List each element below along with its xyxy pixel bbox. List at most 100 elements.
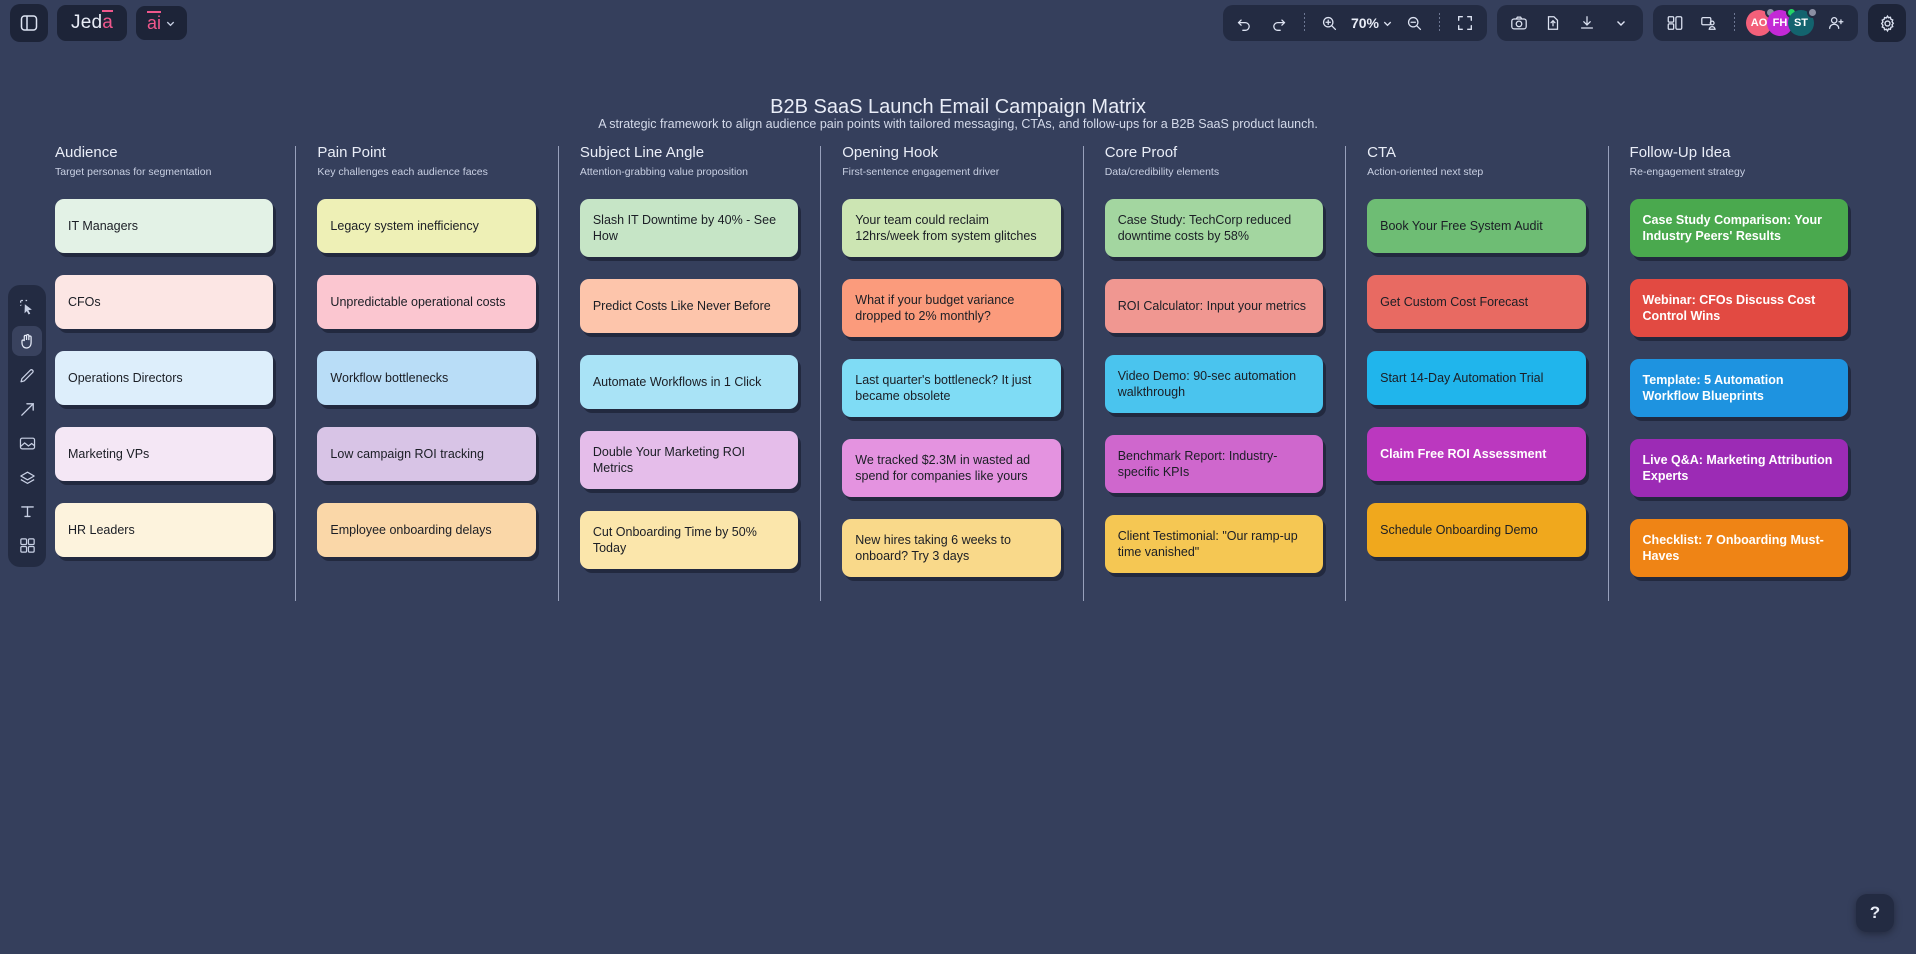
card-text: Start 14-Day Automation Trial — [1380, 371, 1544, 385]
undo-button[interactable] — [1229, 8, 1261, 38]
matrix-card[interactable]: HR Leaders — [55, 503, 274, 557]
matrix-card[interactable]: Get Custom Cost Forecast — [1367, 275, 1586, 329]
tool-sticky[interactable] — [12, 462, 42, 492]
layout-icon — [1666, 14, 1684, 32]
matrix-card[interactable]: Video Demo: 90-sec automation walkthroug… — [1104, 355, 1324, 413]
matrix-card[interactable]: We tracked $2.3M in wasted ad spend for … — [842, 439, 1061, 497]
column-subtitle: First-sentence engagement driver — [842, 166, 1000, 178]
column-title: Opening Hook — [842, 144, 939, 161]
matrix-card[interactable]: ROI Calculator: Input your metrics — [1104, 279, 1324, 333]
card-text: Get Custom Cost Forecast — [1380, 295, 1529, 309]
matrix-card[interactable]: Predict Costs Like Never Before — [579, 279, 799, 333]
tool-apps[interactable] — [12, 530, 42, 560]
zoom-in-icon — [1321, 15, 1338, 32]
matrix-card[interactable]: Webinar: CFOs Discuss Cost Control Wins — [1629, 279, 1848, 337]
zoom-out-button[interactable] — [1398, 8, 1430, 38]
tool-hand[interactable] — [12, 326, 42, 356]
card-text: Low campaign ROI tracking — [330, 447, 484, 461]
redo-button[interactable] — [1263, 8, 1295, 38]
matrix-card[interactable]: Claim Free ROI Assessment — [1367, 427, 1586, 481]
matrix-card[interactable]: IT Managers — [55, 199, 274, 253]
matrix-card[interactable]: Legacy system inefficiency — [317, 199, 536, 253]
card-text: Live Q&A: Marketing Attribution Experts — [1642, 453, 1833, 483]
sidebar-toggle-button[interactable] — [10, 4, 48, 42]
matrix-card[interactable]: Book Your Free System Audit — [1367, 199, 1586, 253]
canvas[interactable]: B2B SaaS Launch Email Campaign Matrix A … — [0, 46, 1916, 954]
matrix-card[interactable]: Template: 5 Automation Workflow Blueprin… — [1629, 359, 1848, 417]
matrix-card[interactable]: Employee onboarding delays — [317, 503, 536, 557]
matrix-card[interactable]: Checklist: 7 Onboarding Must-Haves — [1629, 519, 1848, 577]
page-title: B2B SaaS Launch Email Campaign Matrix — [770, 96, 1146, 118]
tool-rail — [8, 285, 46, 567]
card-text: Client Testimonial: "Our ramp-up time va… — [1117, 529, 1298, 559]
zoom-in-button[interactable] — [1314, 8, 1346, 38]
zoom-history-group: 70% — [1222, 5, 1487, 41]
card-text: Slash IT Downtime by 40% - See How — [592, 213, 777, 243]
matrix-card[interactable]: CFOs — [55, 275, 274, 329]
fit-to-screen-button[interactable] — [1449, 8, 1481, 38]
matrix-card[interactable]: Automate Workflows in 1 Click — [579, 355, 799, 409]
matrix-card[interactable]: Benchmark Report: Industry-specific KPIs — [1104, 435, 1324, 493]
tool-arrow[interactable] — [12, 394, 42, 424]
chevron-down-icon — [1615, 17, 1627, 29]
matrix-card[interactable]: Case Study: TechCorp reduced downtime co… — [1104, 199, 1324, 257]
card-text: IT Managers — [68, 219, 138, 233]
matrix-card[interactable]: New hires taking 6 weeks to onboard? Try… — [842, 519, 1061, 577]
page-subtitle: A strategic framework to align audience … — [598, 117, 1318, 131]
matrix-card[interactable]: Double Your Marketing ROI Metrics — [579, 431, 799, 489]
zoom-out-icon — [1406, 15, 1423, 32]
matrix-card[interactable]: Unpredictable operational costs — [317, 275, 536, 329]
matrix-card[interactable]: Operations Directors — [55, 351, 274, 405]
card-text: Template: 5 Automation Workflow Blueprin… — [1642, 373, 1784, 403]
invite-user-button[interactable] — [1820, 8, 1852, 38]
matrix-card[interactable]: Marketing VPs — [55, 427, 274, 481]
present-button[interactable] — [1693, 8, 1725, 38]
matrix-card[interactable]: Cut Onboarding Time by 50% Today — [579, 511, 799, 569]
matrix-card[interactable]: Slash IT Downtime by 40% - See How — [579, 199, 799, 257]
column-title: Pain Point — [317, 144, 386, 161]
help-button[interactable]: ? — [1856, 894, 1894, 932]
download-button[interactable] — [1571, 8, 1603, 38]
ai-label: ai — [147, 10, 162, 33]
tool-select[interactable] — [12, 292, 42, 322]
matrix-card[interactable]: Client Testimonial: "Our ramp-up time va… — [1104, 515, 1324, 573]
avatar-st[interactable]: ST — [1788, 7, 1818, 36]
toolbar-divider — [1303, 13, 1305, 33]
matrix-card[interactable]: What if your budget variance dropped to … — [842, 279, 1061, 337]
matrix-card[interactable]: Schedule Onboarding Demo — [1367, 503, 1586, 557]
matrix-card[interactable]: Workflow bottlenecks — [317, 351, 536, 405]
zoom-level-selector[interactable]: 70% — [1348, 15, 1396, 31]
capture-group — [1497, 5, 1643, 41]
card-text: Book Your Free System Audit — [1380, 219, 1543, 233]
tool-pen[interactable] — [12, 360, 42, 390]
add-user-icon — [1827, 14, 1845, 32]
upload-button[interactable] — [1537, 8, 1569, 38]
presence-dot — [1807, 7, 1818, 18]
screenshot-button[interactable] — [1503, 8, 1535, 38]
matrix-card[interactable]: Start 14-Day Automation Trial — [1367, 351, 1586, 405]
card-text: Workflow bottlenecks — [330, 371, 449, 385]
matrix-card[interactable]: Low campaign ROI tracking — [317, 427, 536, 481]
layout-button[interactable] — [1659, 8, 1691, 38]
matrix-card[interactable]: Case Study Comparison: Your Industry Pee… — [1629, 199, 1848, 257]
tool-text[interactable] — [12, 496, 42, 526]
tool-shape[interactable] — [12, 428, 42, 458]
settings-button[interactable] — [1868, 4, 1906, 42]
download-options-button[interactable] — [1605, 8, 1637, 38]
column-subtitle: Target personas for segmentation — [55, 166, 212, 178]
presentation-icon — [1700, 14, 1718, 32]
card-text: Checklist: 7 Onboarding Must-Haves — [1642, 533, 1824, 563]
ai-menu-button[interactable]: ai — [136, 6, 188, 40]
card-text: New hires taking 6 weeks to onboard? Try… — [855, 533, 1011, 563]
download-icon — [1578, 14, 1596, 32]
matrix-card[interactable]: Your team could reclaim 12hrs/week from … — [842, 199, 1061, 257]
matrix-card[interactable]: Live Q&A: Marketing Attribution Experts — [1629, 439, 1848, 497]
card-text: Your team could reclaim 12hrs/week from … — [855, 213, 1037, 243]
matrix-card[interactable]: Last quarter's bottleneck? It just becam… — [842, 359, 1061, 417]
